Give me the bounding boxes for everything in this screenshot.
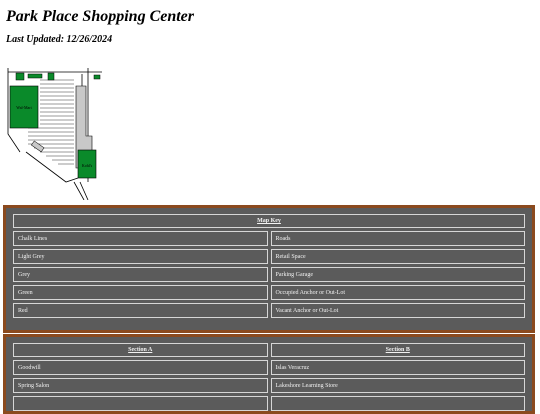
key-meaning: Vacant Anchor or Out-Lot bbox=[270, 303, 525, 318]
anchor-walmart-label: Wal-Mart bbox=[16, 105, 32, 110]
anchor-walmart bbox=[9, 85, 39, 129]
outlot-5 bbox=[31, 140, 45, 153]
key-term: Light Grey bbox=[13, 249, 268, 264]
outlot-2 bbox=[27, 73, 43, 79]
section-a-tenant: Spring Salon bbox=[13, 378, 268, 393]
key-meaning: Roads bbox=[270, 231, 525, 246]
section-b-heading: Section B bbox=[270, 343, 525, 357]
table-row: Chalk Lines Roads bbox=[13, 231, 525, 246]
map-key-panel: Map Key Chalk Lines Roads Light Grey Ret… bbox=[3, 205, 535, 333]
parking-chalk-lines bbox=[28, 79, 74, 165]
key-meaning: Retail Space bbox=[270, 249, 525, 264]
section-b-tenant: Lakeshore Learning Store bbox=[270, 378, 525, 393]
retail-strip bbox=[75, 85, 93, 169]
table-row: Green Occupied Anchor or Out-Lot bbox=[13, 285, 525, 300]
map-key-heading: Map Key bbox=[13, 214, 525, 228]
section-a-tenant: Goodwill bbox=[13, 360, 268, 375]
outlot-4 bbox=[93, 74, 101, 80]
anchor-kohls bbox=[77, 149, 97, 179]
sections-panel: Section A Section B Goodwill Islas Verac… bbox=[3, 334, 535, 414]
section-b-tenant: Islas Veracruz bbox=[270, 360, 525, 375]
key-term: Red bbox=[13, 303, 268, 318]
map-key-table: Map Key Chalk Lines Roads Light Grey Ret… bbox=[10, 211, 528, 321]
key-meaning: Parking Garage bbox=[270, 267, 525, 282]
table-row: Grey Parking Garage bbox=[13, 267, 525, 282]
shopping-center-map: Wal-Mart Kohl's bbox=[7, 68, 102, 200]
key-term: Grey bbox=[13, 267, 268, 282]
key-term: Chalk Lines bbox=[13, 231, 268, 246]
table-row bbox=[13, 396, 525, 411]
page-title: Park Place Shopping Center bbox=[6, 8, 195, 25]
table-row: Red Vacant Anchor or Out-Lot bbox=[13, 303, 525, 318]
table-row: Spring Salon Lakeshore Learning Store bbox=[13, 378, 525, 393]
section-b-tenant bbox=[270, 396, 525, 411]
outlot-3 bbox=[47, 72, 55, 81]
key-term: Green bbox=[13, 285, 268, 300]
section-a-tenant bbox=[13, 396, 268, 411]
key-meaning: Occupied Anchor or Out-Lot bbox=[270, 285, 525, 300]
anchor-kohls-label: Kohl's bbox=[82, 163, 93, 168]
outlot-1 bbox=[15, 72, 25, 81]
table-row: Light Grey Retail Space bbox=[13, 249, 525, 264]
sections-table: Section A Section B Goodwill Islas Verac… bbox=[10, 340, 528, 414]
last-updated-text: Last Updated: 12/26/2024 bbox=[6, 34, 113, 45]
table-row: Goodwill Islas Veracruz bbox=[13, 360, 525, 375]
section-a-heading: Section A bbox=[13, 343, 268, 357]
